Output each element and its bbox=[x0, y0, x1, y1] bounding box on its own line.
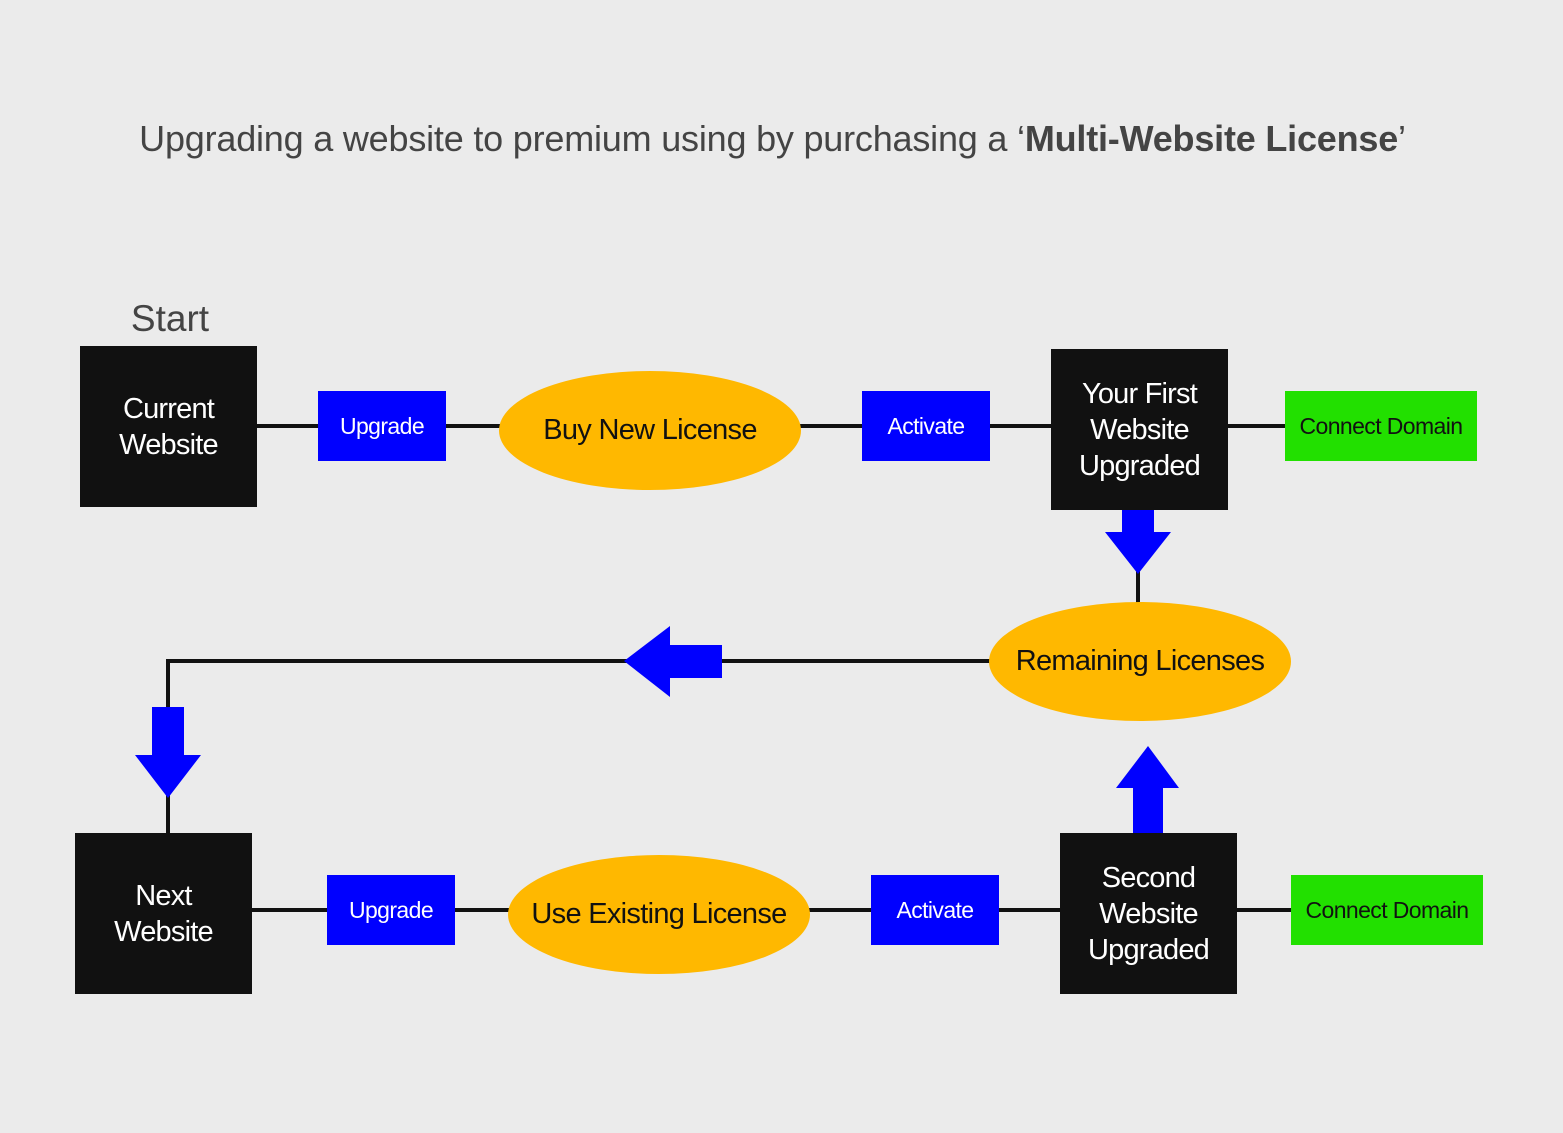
left-arrow-return bbox=[624, 626, 722, 697]
start-label: Start bbox=[130, 298, 210, 339]
remaining-licenses-ellipse: Remaining Licenses bbox=[989, 602, 1291, 721]
first-website-upgraded-node: Your First Website Upgraded bbox=[1051, 349, 1228, 510]
title-emphasis: Multi-Website License bbox=[1024, 118, 1399, 159]
down-arrow-to-remaining bbox=[1105, 510, 1171, 574]
buy-new-license-ellipse: Buy New License bbox=[499, 371, 801, 490]
activate-action-row2: Activate bbox=[871, 875, 999, 945]
upgrade-action-row1: Upgrade bbox=[318, 391, 446, 461]
connect-domain-row1: Connect Domain bbox=[1285, 391, 1477, 461]
down-arrow-to-next-website bbox=[135, 707, 201, 798]
return-connector-line bbox=[166, 659, 990, 834]
upgrade-action-row2: Upgrade bbox=[327, 875, 455, 945]
title-suffix: ’ bbox=[1398, 118, 1406, 159]
page-title: Upgrading a website to premium using by … bbox=[0, 118, 1545, 160]
second-website-upgraded-node: Second Website Upgraded bbox=[1060, 833, 1237, 994]
title-prefix: Upgrading a website to premium using by … bbox=[139, 118, 1025, 159]
next-website-node: Next Website bbox=[75, 833, 252, 994]
up-arrow-to-remaining bbox=[1116, 746, 1179, 834]
current-website-node: Current Website bbox=[80, 346, 257, 507]
connect-domain-row2: Connect Domain bbox=[1291, 875, 1483, 945]
use-existing-license-ellipse: Use Existing License bbox=[508, 855, 810, 974]
activate-action-row1: Activate bbox=[862, 391, 990, 461]
